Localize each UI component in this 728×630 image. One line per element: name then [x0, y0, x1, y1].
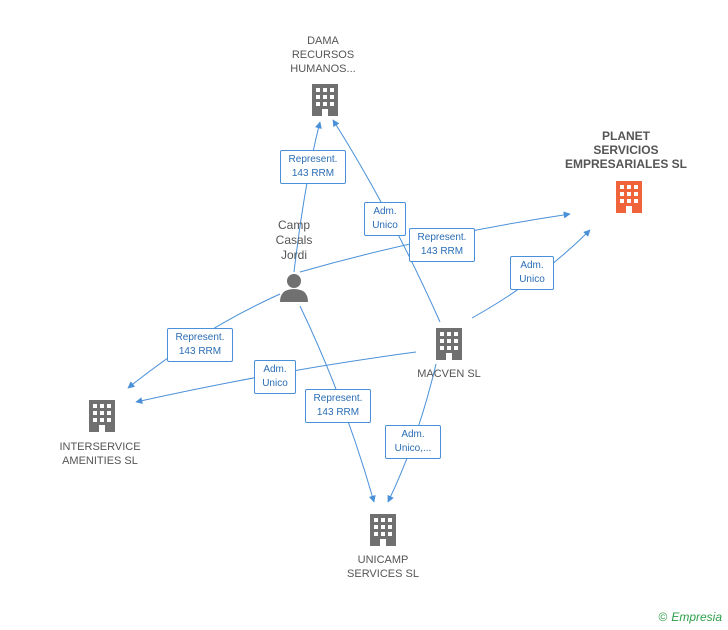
edge-label-macven-planet[interactable]: Adm. Unico: [510, 256, 554, 290]
edge-label-camp-unicamp[interactable]: Represent. 143 RRM: [305, 389, 371, 423]
person-icon[interactable]: [280, 274, 308, 302]
building-icon[interactable]: [616, 181, 642, 213]
copyright-symbol: ©: [658, 610, 668, 624]
node-label-planet[interactable]: PLANET SERVICIOS EMPRESARIALES SL: [564, 129, 687, 171]
edge-label-camp-interservice[interactable]: Represent. 143 RRM: [167, 328, 233, 362]
node-label-unicamp[interactable]: UNICAMP SERVICES SL: [347, 554, 419, 580]
node-label-interservice[interactable]: INTERSERVICE AMENITIES SL: [59, 441, 141, 467]
building-icon[interactable]: [312, 84, 338, 116]
edge-label-macven-unicamp[interactable]: Adm. Unico,...: [385, 425, 441, 459]
building-icon[interactable]: [89, 400, 115, 432]
edge-label-camp-planet[interactable]: Represent. 143 RRM: [409, 228, 475, 262]
node-label-macven[interactable]: MACVEN SL: [417, 368, 481, 380]
brand-logo[interactable]: Empresia: [671, 610, 722, 624]
footer-credit: ©Empresia: [658, 610, 722, 624]
edge-camp-dama: [293, 121, 322, 273]
edge-label-camp-dama[interactable]: Represent. 143 RRM: [280, 150, 346, 184]
node-label-camp[interactable]: Camp Casals Jordi: [275, 218, 313, 262]
edge-label-macven-interservice[interactable]: Adm. Unico: [254, 360, 296, 394]
building-icon[interactable]: [370, 514, 396, 546]
edges: [127, 119, 591, 503]
edge-label-macven-dama[interactable]: Adm. Unico: [364, 202, 406, 236]
node-label-dama[interactable]: DAMA RECURSOS HUMANOS...: [290, 35, 356, 75]
building-icon[interactable]: [436, 328, 462, 360]
